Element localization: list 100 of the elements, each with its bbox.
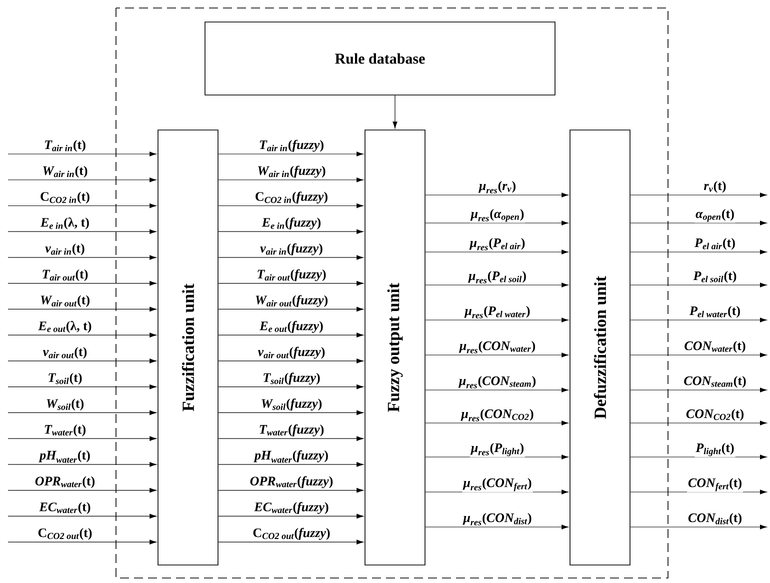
arrow [392,95,398,128]
arrow [630,420,767,426]
edge-label: $\textit{P}_{\textit{light}}\text{(t)}$ [694,442,736,458]
edge-label: $\textit{T}_{\textit{water}}\text{(t)}$ [42,424,88,438]
arrow [8,306,156,312]
edge-label: $\text{C}_{\textit{CO2 out}}\text{(t)}$ [36,527,94,541]
edge-label: $\text{C}_{\textit{CO2 in}}\text{(}\textit{fuzzy}\text{)}$ [254,190,330,205]
arrow [630,352,767,358]
arrow [8,436,156,441]
arrow [8,281,156,286]
arrow [630,220,767,226]
arrow [8,332,156,338]
arrow [8,203,156,208]
arrow [218,514,364,518]
edge-label: $\text{C}_{\textit{CO2 out}}\text{(}\textit{fuzzy}\text{)}$ [252,526,332,541]
edge-label: $\textit{OPR}_{\textit{water}}\text{(t)}$ [34,475,96,490]
edge-label: $\textit{μ}_{\textit{res}}\text{(}\textit{CON}_{\textit{water}}\text{)}$ [458,340,537,354]
unit-box: Defuzzification unit [570,130,630,566]
arrow [425,454,568,460]
arrow [218,332,364,338]
arrow [8,229,156,234]
edge-label: $\textit{μ}_{\textit{res}}\text{(}\textit{P}_{\textit{el soil}}\text{)}$ [468,270,528,284]
arrow [8,462,156,467]
edge-label: $\textit{μ}_{\textit{res}}\text{(}\textit{CON}_{\textit{CO2}}\text{)}$ [460,408,535,422]
unit-box: Fuzzy output unit [364,130,426,566]
arrow [8,255,156,260]
edge-label: $\textit{OPR}_{\textit{water}}\text{(}\textit{fuzzy}\text{)}$ [248,475,334,490]
arrow [425,490,568,494]
arrow [630,282,767,288]
edge-label: $\textit{E}_{\textit{e out}}\text{(}\textit{fuzzy}\text{)}$ [258,320,324,334]
edge-label: $\textit{W}_{\textit{soil}}\text{(t)}$ [44,398,86,412]
edge-label: $\textit{E}_{\textit{e out}}\text{(λ, t)}$ [37,320,93,334]
edge-label: $\text{C}_{\textit{CO2 in}}\text{(t)}$ [39,190,91,204]
edge-label: $\textit{T}_{\textit{water}}\text{(}\textit{fuzzy}\text{)}$ [258,423,326,438]
arrow [630,490,767,494]
arrow [218,488,364,493]
edge-label: $\textit{v}_{\textit{air out}}\text{(}\textit{fuzzy}\text{)}$ [256,346,326,360]
edge-label: $\textit{P}_{\textit{el water}}\text{(t)}$ [688,304,742,319]
arrow [425,388,568,392]
arrow [630,318,767,322]
edge-label: $\textit{μ}_{\textit{res}}\text{(}\textit{CON}_{\textit{dist}}\text{)}$ [462,512,533,526]
arrow [218,410,364,416]
arrow [8,384,156,390]
edge-label: $\textit{E}_{\textit{e in}}\text{(}\textit{fuzzy}\text{)}$ [260,216,322,230]
arrow [425,352,568,358]
arrow [425,420,568,426]
edge-label: $\textit{P}_{\textit{el air}}\text{(t)}$ [694,236,736,251]
arrow [425,282,568,288]
edge-label: $\textit{α}_{\textit{open}}\text{(t)}$ [694,208,736,223]
arrow [218,203,364,208]
edge-label: $\textit{pH}_{\textit{water}}\text{(}\textit{fuzzy}\text{)}$ [254,449,330,464]
arrow [218,255,364,260]
arrow [425,524,568,530]
edge-label: $\textit{CON}_{\textit{steam}}\text{(t)}$ [682,374,748,389]
arrow [425,318,568,322]
edge-label: $\textit{T}_{\textit{air out}}\text{(t)}$ [40,268,90,282]
arrow [8,488,156,493]
arrow [630,250,767,254]
arrow [425,192,568,198]
arrow [218,306,364,312]
edge-label: $\textit{P}_{\textit{el soil}}\text{(t)}$ [692,270,738,284]
edge-label: $\textit{W}_{\textit{soil}}\text{(}\textit{fuzzy}\text{)}$ [260,398,324,412]
edge-label: $\textit{T}_{\textit{soil}}\text{(t)}$ [46,372,84,386]
edge-label: $\textit{μ}_{\textit{res}}\text{(}\textit{CON}_{\textit{fert}}\text{)}$ [462,476,533,492]
edge-label: $\textit{μ}_{\textit{res}}\text{(}\textit{α}_{\textit{open}}\text{)}$ [470,208,526,223]
arrow [8,358,156,364]
edge-label: $\textit{μ}_{\textit{res}}\text{(}\textit{P}_{\textit{el air}}\text{)}$ [468,236,526,252]
edge-label: $\textit{CON}_{\textit{fert}}\text{(t)}$ [686,476,744,492]
edge-label: $\textit{CON}_{\textit{water}}\text{(t)}$ [683,340,747,354]
arrow [218,281,364,286]
unit-box: Fuzzification unit [158,130,218,566]
edge-label: $\textit{E}_{\textit{e in}}\text{(λ, t)}$ [40,216,90,230]
arrow [8,178,156,182]
arrow [218,462,364,467]
edge-label: $\textit{W}_{\textit{air out}}\text{(t)}$ [38,294,92,308]
arrow [218,436,364,441]
edge-label: $\textit{μ}_{\textit{res}}\text{(}\textit{CON}_{\textit{steam}}\text{)}$ [458,374,538,390]
arrow [218,358,364,364]
edge-label: $\textit{CON}_{\textit{dist}}\text{(t)}$ [686,512,744,526]
arrow [630,192,767,198]
edge-label: $\textit{μ}_{\textit{res}}\text{(}\textit{P}_{\textit{el water}}\text{)}$ [464,304,532,320]
rule-database-box: Rule database [204,22,556,96]
arrow [218,229,364,234]
edge-label: $\textit{T}_{\textit{air in}}\text{(}\textit{fuzzy}\text{)}$ [258,138,326,153]
edge-label: $\textit{T}_{\textit{air out}}\text{(}\textit{fuzzy}\text{)}$ [256,268,328,282]
edge-label: $\textit{μ}_{\textit{res}}\text{(}\textit{r}_{\textit{v}}\text{)}$ [478,180,518,194]
arrow [630,454,767,460]
edge-label: $\textit{T}_{\textit{soil}}\text{(}\textit{fuzzy}\text{)}$ [262,372,322,386]
arrow [8,410,156,416]
edge-label: $\textit{v}_{\textit{air out}}\text{(t)}$ [42,346,88,360]
arrow [218,178,364,182]
edge-label: $\textit{W}_{\textit{air out}}\text{(}\textit{fuzzy}\text{)}$ [254,294,330,308]
arrow [218,540,364,544]
arrow [218,384,364,390]
arrow [8,514,156,518]
arrow [8,152,156,156]
arrow [630,388,767,392]
arrow [630,524,767,530]
edge-label: $\textit{μ}_{\textit{res}}\text{(}\textit{P}_{\textit{light}}\text{)}$ [470,442,526,458]
arrow [425,220,568,226]
